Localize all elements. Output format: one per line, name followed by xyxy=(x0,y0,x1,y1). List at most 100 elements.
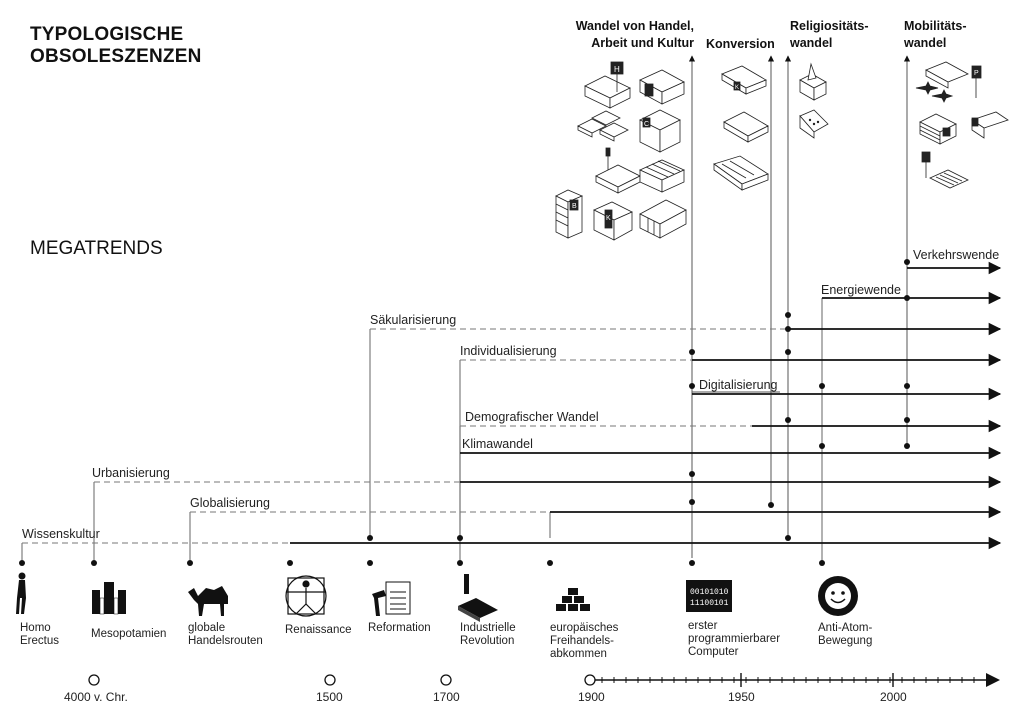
camel-icon xyxy=(188,586,228,616)
event-label-renaissance: Renaissance xyxy=(285,624,351,637)
ribbed-hall-icon xyxy=(639,159,685,193)
svg-text:B: B xyxy=(572,203,577,210)
factory-icon xyxy=(458,574,498,622)
megatrend-labels: Verkehrswende Energiewende Säkularisieru… xyxy=(22,248,999,541)
svg-text:P: P xyxy=(974,70,979,77)
event-label-free-trade: europäisches Freihandels- abkommen xyxy=(550,622,618,661)
intersection-dots xyxy=(19,259,910,566)
block-k-building-icon: K xyxy=(593,201,633,241)
dot xyxy=(689,349,695,355)
church-icon xyxy=(799,62,827,101)
decorated-wall-icon xyxy=(799,109,829,139)
event-line: europäisches xyxy=(550,622,619,634)
conversion-hall-icon xyxy=(723,111,769,143)
megatrend-label: Globalisierung xyxy=(190,496,270,510)
dot xyxy=(904,417,910,423)
year-timeline xyxy=(88,673,1000,687)
dot xyxy=(904,443,910,449)
megatrend-lines xyxy=(22,261,1002,550)
dot xyxy=(819,443,825,449)
sun-smiley-icon xyxy=(818,576,858,616)
category-line: wandel xyxy=(904,36,947,50)
dot xyxy=(904,295,910,301)
event-icons: 00101010 11100101 xyxy=(16,572,858,622)
event-line: Freihandels- xyxy=(550,635,614,647)
office-cluster-icon xyxy=(577,110,629,142)
dot xyxy=(689,383,695,389)
year-label: 2000 xyxy=(880,690,907,704)
parking-lot-icon xyxy=(921,151,969,189)
event-line: Revolution xyxy=(460,635,515,647)
event-line: abkommen xyxy=(550,648,607,660)
event-dot xyxy=(457,560,463,566)
svg-text:00101010: 00101010 xyxy=(690,588,729,597)
dot xyxy=(785,417,791,423)
era-marker-1900 xyxy=(584,674,596,686)
parking-garage-icon xyxy=(919,113,957,145)
category-line: Arbeit und Kultur xyxy=(591,36,694,50)
dot xyxy=(785,312,791,318)
computer-binary-icon: 00101010 11100101 xyxy=(686,580,732,612)
dot xyxy=(904,259,910,265)
container-row-icon xyxy=(639,199,687,239)
gold-bars-icon xyxy=(556,588,590,611)
timeline-ticks xyxy=(601,677,975,683)
mesopotamia-gate-icon xyxy=(92,582,126,615)
megatrend-label: Säkularisierung xyxy=(370,313,456,327)
megatrend-label: Klimawandel xyxy=(462,437,533,451)
event-line: Anti-Atom- xyxy=(818,622,873,634)
bus-stop-icon xyxy=(971,111,1009,139)
airport-icon xyxy=(915,61,969,103)
event-dot xyxy=(819,560,825,566)
event-line: Renaissance xyxy=(285,624,352,636)
category-trade-work-culture: Wandel von Handel, Arbeit und Kultur xyxy=(566,18,694,52)
year-label: 1950 xyxy=(728,690,755,704)
event-dot xyxy=(547,560,553,566)
category-line: Konversion xyxy=(706,37,775,51)
event-line: Computer xyxy=(688,646,739,658)
year-label: 1500 xyxy=(316,690,343,704)
dot xyxy=(904,383,910,389)
conversion-k-building-icon: K xyxy=(721,65,767,95)
megatrend-label: Energiewende xyxy=(821,283,901,297)
event-label-mesopotamia: Mesopotamien xyxy=(91,628,166,641)
event-line: Handelsrouten xyxy=(188,635,263,647)
dot xyxy=(367,535,373,541)
dot xyxy=(785,326,791,332)
era-marker-1700 xyxy=(440,674,452,686)
year-label: 1900 xyxy=(578,690,605,704)
title-line-1: TYPOLOGISCHE xyxy=(30,24,184,45)
megatrend-label: Individualisierung xyxy=(460,344,557,358)
svg-text:C: C xyxy=(644,121,649,128)
flat-factory-icon xyxy=(595,147,641,194)
event-label-trade-routes: globale Handelsrouten xyxy=(188,622,263,648)
category-mobility: Mobilitäts- wandel xyxy=(904,18,967,52)
event-dot xyxy=(689,560,695,566)
megatrends-heading: MEGATRENDS xyxy=(30,238,163,259)
event-dot xyxy=(367,560,373,566)
shop-h-building-icon: H xyxy=(584,61,631,109)
event-dot xyxy=(287,560,293,566)
dot xyxy=(819,383,825,389)
event-label-industrial-revolution: Industrielle Revolution xyxy=(460,622,516,648)
event-line: Reformation xyxy=(368,622,431,634)
event-dot xyxy=(91,560,97,566)
svg-text:K: K xyxy=(606,215,611,222)
category-line: Mobilitäts- xyxy=(904,19,967,33)
connector-energiewende xyxy=(821,297,905,562)
building-icons: H C xyxy=(555,61,1009,241)
event-line: Bewegung xyxy=(818,635,873,647)
event-label-first-computer: erster programmierbarer Computer xyxy=(688,620,780,659)
event-dot xyxy=(19,560,25,566)
hammer-theses-icon xyxy=(372,581,411,616)
megatrend-label: Demografischer Wandel xyxy=(465,410,599,424)
dot xyxy=(768,502,774,508)
event-line: programmierbarer xyxy=(688,633,781,645)
parking-sign-icon: P xyxy=(971,65,982,98)
svg-text:H: H xyxy=(614,65,620,74)
megatrend-label: Digitalisierung xyxy=(699,378,778,392)
megatrend-label: Urbanisierung xyxy=(92,466,170,480)
event-line: Mesopotamien xyxy=(91,628,167,640)
